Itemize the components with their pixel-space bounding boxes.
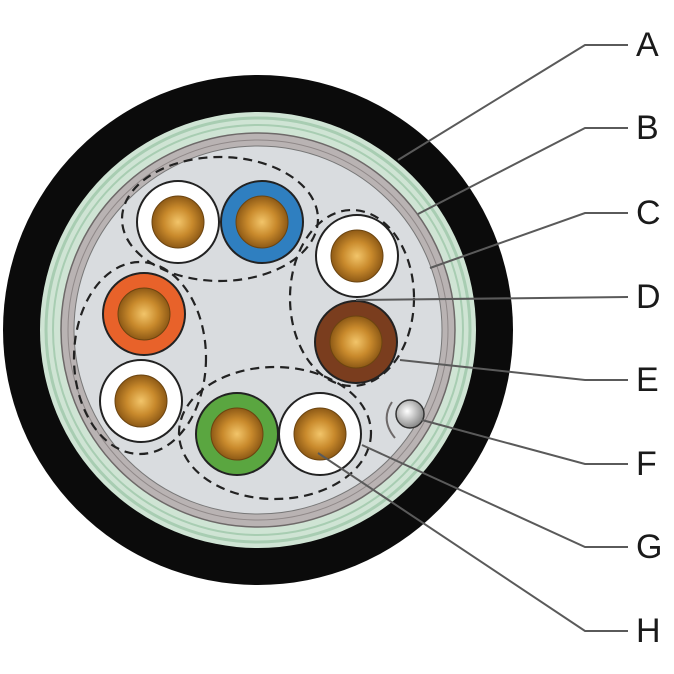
- leader-line-f: [421, 419, 628, 465]
- green-sheath-stripe: [44, 116, 472, 544]
- copper-conductor: [330, 229, 384, 283]
- callout-label-b: B: [636, 109, 659, 147]
- pair-separator: [120, 155, 320, 283]
- callout-label-a: A: [636, 26, 659, 64]
- leader-lines: [317, 44, 629, 632]
- leader-line-a: [397, 44, 628, 161]
- leader-line-h: [317, 452, 628, 632]
- foil-shield-inner: [67, 139, 449, 521]
- pair-separators: [72, 155, 416, 501]
- leader-line-e: [399, 359, 628, 381]
- copper-conductor: [293, 407, 347, 461]
- conductor-white-1: [136, 180, 220, 264]
- copper-conductor: [114, 374, 168, 428]
- leader-line-d: [355, 296, 629, 301]
- leader-line-b: [417, 127, 628, 215]
- pair-separator: [72, 260, 208, 456]
- callout-label-d: D: [636, 278, 661, 316]
- copper-conductor: [117, 287, 171, 341]
- conductor-green: [195, 392, 279, 476]
- leader-line-g: [361, 444, 628, 548]
- callout-label-f: F: [636, 445, 657, 483]
- copper-conductor: [235, 195, 289, 249]
- copper-conductor: [329, 315, 383, 369]
- conductor-blue: [220, 180, 304, 264]
- conductor-brown: [314, 300, 398, 384]
- drain-wire: [395, 399, 425, 429]
- conductors: [99, 180, 399, 476]
- copper-conductor: [210, 407, 264, 461]
- leader-line-c: [429, 212, 628, 269]
- conductor-white-2: [315, 214, 399, 298]
- drain-wire-channel: [385, 401, 396, 439]
- conductor-white-4: [278, 392, 362, 476]
- callout-label-e: E: [636, 361, 659, 399]
- pair-separator: [288, 208, 416, 388]
- conductor-white-3: [99, 359, 183, 443]
- callout-label-c: C: [636, 194, 661, 232]
- conductor-orange: [102, 272, 186, 356]
- green-sheath-stripe: [52, 124, 464, 536]
- pair-separator: [177, 365, 373, 501]
- copper-conductor: [151, 195, 205, 249]
- callout-label-g: G: [636, 528, 663, 566]
- callout-label-h: H: [636, 612, 661, 650]
